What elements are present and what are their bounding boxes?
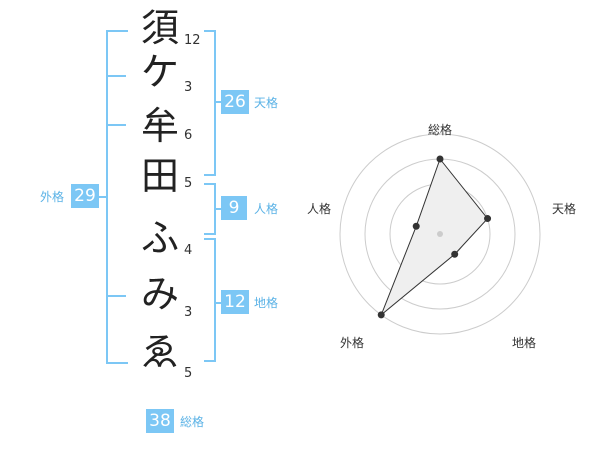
jinkaku-label: 人格: [254, 202, 279, 216]
radar-ring-4: [339, 133, 541, 335]
soukaku-label: 総格: [180, 415, 205, 429]
radar-point-5: [412, 222, 420, 230]
name-char-3: 牟: [140, 104, 179, 148]
gaikaku-value: 29: [71, 184, 99, 208]
stroke-count-5: 4: [184, 243, 193, 258]
name-char-5: ふ: [140, 216, 179, 260]
name-char-7: ゑ: [140, 330, 179, 374]
radar-point-4: [377, 311, 385, 319]
gaikaku-bracket-connector: [98, 196, 106, 198]
radar-label-jinkaku: 人格: [307, 202, 332, 216]
radar-label-soukaku: 総格: [428, 123, 453, 137]
chikaku-value: 12: [221, 290, 249, 314]
stroke-count-1: 12: [184, 33, 201, 48]
gaikaku-bracket: [106, 30, 128, 364]
jinkaku-connector: [214, 208, 222, 210]
stroke-count-3: 6: [184, 128, 193, 143]
soukaku-value: 38: [146, 409, 174, 433]
radar-label-gaikaku: 外格: [340, 336, 365, 350]
gaikaku-bracket-tick-3: [106, 295, 126, 297]
tenkaku-connector: [214, 101, 222, 103]
tenkaku-value: 26: [221, 90, 249, 114]
chikaku-bracket: [204, 238, 216, 362]
name-char-1: 須: [140, 6, 179, 50]
radar-point-1: [436, 155, 444, 163]
tenkaku-bracket: [204, 30, 216, 176]
radar-data-polygon: [380, 157, 489, 316]
radar-point-3: [451, 250, 459, 258]
name-char-6: み: [140, 272, 179, 316]
gaikaku-bracket-tick-2: [106, 124, 126, 126]
name-char-2: ケ: [140, 50, 179, 94]
gaikaku-label: 外格: [40, 190, 65, 204]
tenkaku-label: 天格: [254, 96, 279, 110]
radar-center-dot: [437, 231, 443, 237]
gaikaku-bracket-tick-1: [106, 75, 126, 77]
chikaku-label: 地格: [254, 296, 279, 310]
name-char-4: 田: [140, 154, 179, 198]
stroke-count-7: 5: [184, 366, 193, 381]
radar-label-chikaku: 地格: [512, 336, 537, 350]
stroke-count-6: 3: [184, 305, 193, 320]
chikaku-connector: [214, 302, 222, 304]
stroke-count-4: 5: [184, 176, 193, 191]
jinkaku-value: 9: [221, 196, 247, 220]
radar-label-tenkaku: 天格: [552, 202, 577, 216]
radar-points: [377, 155, 492, 319]
radar-point-2: [484, 215, 492, 223]
stroke-count-2: 3: [184, 80, 193, 95]
